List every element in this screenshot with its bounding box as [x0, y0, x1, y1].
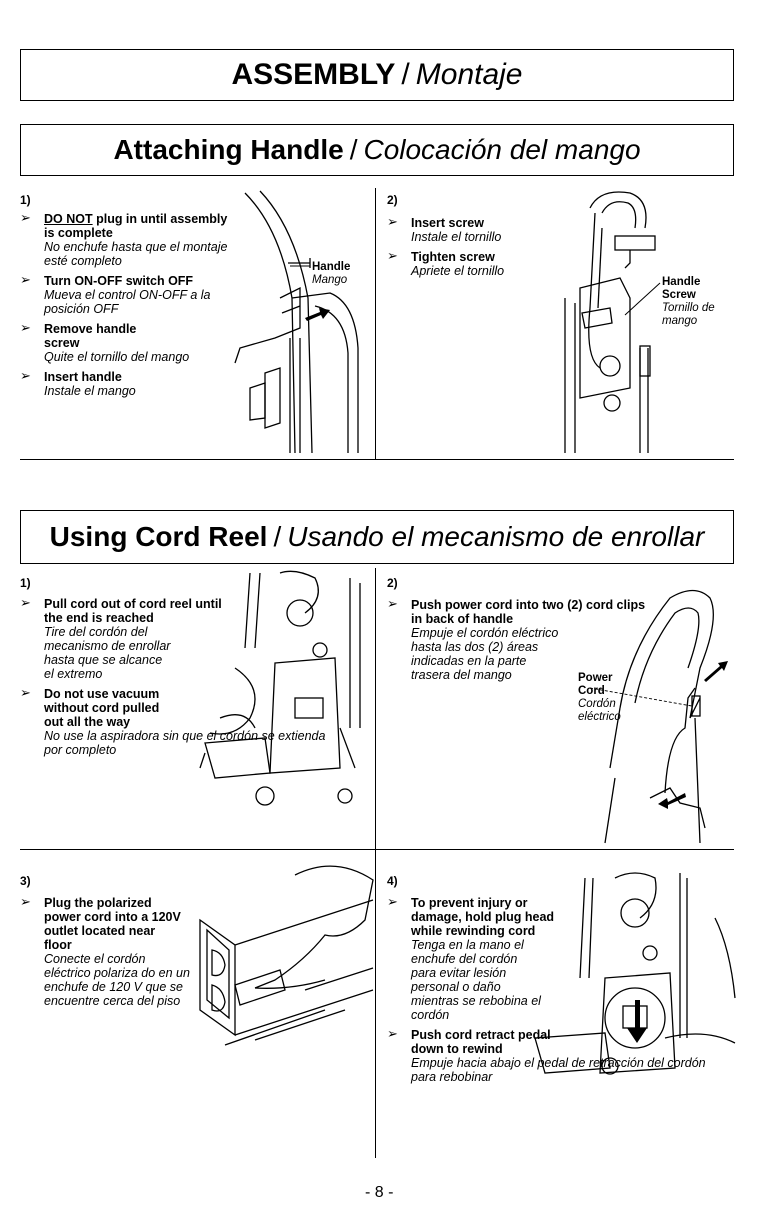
item-italic-text: Mueva el control ON-OFF a la posición OF… — [44, 288, 211, 316]
power-cord-label-1: Power — [578, 672, 613, 684]
bullet-arrow-icon: ➢ — [20, 272, 31, 287]
item-bold-text: To prevent injury or damage, hold plug h… — [411, 896, 555, 938]
item-bold-text: Plug the polarized power cord into a 120… — [44, 896, 181, 952]
item-bold-text: plug in until assembly is complete — [44, 212, 228, 240]
attach-step2-item-1: ➢ Insert screw Instale el tornillo — [387, 214, 547, 245]
cord-clip-illustration — [589, 589, 728, 844]
item-bold-text: Turn ON-OFF switch OFF — [44, 274, 194, 288]
handle-callout-label-es: Mango — [312, 274, 348, 286]
item-italic-text: Empuje el cordón eléctrico hasta las dos… — [411, 626, 559, 682]
attach-step1-item-3: ➢ Remove handle screw Quite el tornillo … — [20, 320, 235, 365]
item-bold-text: Push power cord into two (2) cord clips … — [411, 598, 646, 626]
item-italic-text: Quite el tornillo del mango — [44, 350, 190, 364]
cord-reel-title-en: Using Cord Reel — [49, 521, 268, 552]
handle-screw-label-1: Handle — [662, 276, 701, 288]
outlet-illustration — [199, 865, 374, 1046]
handle-illustration — [234, 190, 359, 454]
cord-step3-list: ➢ Plug the polarized power cord into a 1… — [20, 894, 220, 1014]
cord-divider — [375, 568, 377, 1158]
item-bold-text: Remove handle screw — [44, 322, 137, 350]
power-cord-callout: Power Cord Cordón eléctrico — [578, 672, 648, 724]
handle-screw-label-2: Screw — [662, 289, 696, 301]
bullet-arrow-icon: ➢ — [387, 214, 398, 229]
item-bold-text: Pull cord out of cord reel until the end… — [44, 597, 222, 625]
attach-step2-number: 2) — [387, 193, 398, 207]
power-cord-label-2: Cord — [578, 685, 605, 697]
cord-step1-list: ➢ Pull cord out of cord reel until the e… — [20, 595, 350, 763]
cord-reel-title-sep: / — [273, 521, 282, 552]
bullet-arrow-icon: ➢ — [20, 320, 31, 335]
item-bold-text: Push cord retract pedal down to rewind — [411, 1028, 551, 1056]
item-italic-text: No enchufe hasta que el montaje esté com… — [44, 240, 228, 268]
cord-reel-header: Using Cord Reel / Usando el mecanismo de… — [20, 510, 734, 564]
handle-callout: Handle Mango — [312, 261, 350, 287]
power-cord-label-es: Cordón eléctrico — [578, 698, 621, 723]
item-italic-text: Instale el mango — [44, 384, 136, 398]
cord-step2-list: ➢ Push power cord into two (2) cord clip… — [387, 596, 657, 688]
item-bold-text: Tighten screw — [411, 250, 495, 264]
cord-step4-list: ➢ To prevent injury or damage, hold plug… — [387, 894, 732, 1090]
cord-step4-number: 4) — [387, 874, 398, 888]
handle-callout-label: Handle — [312, 261, 351, 273]
handle-screw-callout: Handle Screw Tornillo de mango — [662, 276, 734, 328]
rewind-illustration — [534, 872, 736, 1075]
attaching-handle-title-es: Colocación del mango — [363, 134, 641, 165]
do-not-text: DO NOT — [44, 212, 93, 226]
bullet-arrow-icon: ➢ — [387, 1026, 398, 1041]
cord-step2-item-1: ➢ Push power cord into two (2) cord clip… — [387, 596, 657, 683]
handle-screw-label-es: Tornillo de mango — [662, 302, 715, 327]
assembly-title-en: ASSEMBLY — [231, 58, 396, 91]
cord-middle-rule — [20, 849, 734, 851]
cord-step2-number: 2) — [387, 576, 398, 590]
attach-bottom-rule — [20, 459, 734, 461]
bullet-arrow-icon: ➢ — [387, 596, 398, 611]
item-italic-text: Conecte el cordón eléctrico polariza do … — [44, 952, 190, 1008]
attaching-handle-header: Attaching Handle / Colocación del mango — [20, 124, 734, 176]
item-bold-text: Insert screw — [411, 216, 484, 230]
attach-step1-list: ➢ DO NOT plug in until assembly is compl… — [20, 210, 235, 404]
assembly-title-sep: / — [401, 58, 410, 91]
item-italic-text: Tire del cordón del mecanismo de enrolla… — [44, 625, 171, 681]
cord-reel-title-es: Usando el mecanismo de enrollar — [287, 521, 705, 552]
cord-reel-illustration — [199, 570, 361, 806]
bullet-arrow-icon: ➢ — [20, 210, 31, 225]
attach-divider — [375, 188, 377, 460]
bullet-arrow-icon: ➢ — [387, 894, 398, 909]
bullet-arrow-icon: ➢ — [20, 685, 31, 700]
attach-step1-item-4: ➢ Insert handle Instale el mango — [20, 368, 235, 399]
bullet-arrow-icon: ➢ — [387, 248, 398, 263]
item-italic-text: Tenga en la mano el enchufe del cordón p… — [411, 938, 541, 1022]
cord-step3-item-1: ➢ Plug the polarized power cord into a 1… — [20, 894, 220, 1009]
item-italic-text: Empuje hacia abajo el pedal de retracció… — [411, 1056, 706, 1084]
attach-step2-item-2: ➢ Tighten screw Apriete el tornillo — [387, 248, 547, 279]
bullet-arrow-icon: ➢ — [20, 894, 31, 909]
page-number: - 8 - — [365, 1184, 394, 1201]
screw-illustration — [564, 191, 661, 453]
cord-step1-item-1: ➢ Pull cord out of cord reel until the e… — [20, 595, 350, 682]
item-bold-text: Do not use vacuum without cord pulled ou… — [44, 687, 160, 729]
attach-step1-number: 1) — [20, 193, 31, 207]
item-italic-text: Apriete el tornillo — [411, 264, 505, 278]
cord-step3-number: 3) — [20, 874, 31, 888]
attach-step1-item-2: ➢ Turn ON-OFF switch OFF Mueva el contro… — [20, 272, 259, 317]
cord-step4-item-1: ➢ To prevent injury or damage, hold plug… — [387, 894, 732, 1023]
assembly-banner: ASSEMBLY / Montaje — [20, 49, 734, 101]
item-bold-text: Insert handle — [44, 370, 122, 384]
cord-step1-number: 1) — [20, 576, 31, 590]
item-italic-text: Instale el tornillo — [411, 230, 502, 244]
cord-step1-item-2: ➢ Do not use vacuum without cord pulled … — [20, 685, 350, 758]
bullet-arrow-icon: ➢ — [20, 595, 31, 610]
item-italic-text: No use la aspiradora sin que el cordón s… — [44, 729, 326, 757]
attach-step2-list: ➢ Insert screw Instale el tornillo ➢ Tig… — [387, 214, 547, 284]
attaching-handle-title-en: Attaching Handle — [113, 134, 344, 165]
cord-step4-item-2: ➢ Push cord retract pedal down to rewind… — [387, 1026, 732, 1085]
bullet-arrow-icon: ➢ — [20, 368, 31, 383]
assembly-title-es: Montaje — [415, 58, 523, 91]
attaching-handle-title-sep: / — [349, 134, 358, 165]
attach-step1-item-1: ➢ DO NOT plug in until assembly is compl… — [20, 210, 235, 269]
